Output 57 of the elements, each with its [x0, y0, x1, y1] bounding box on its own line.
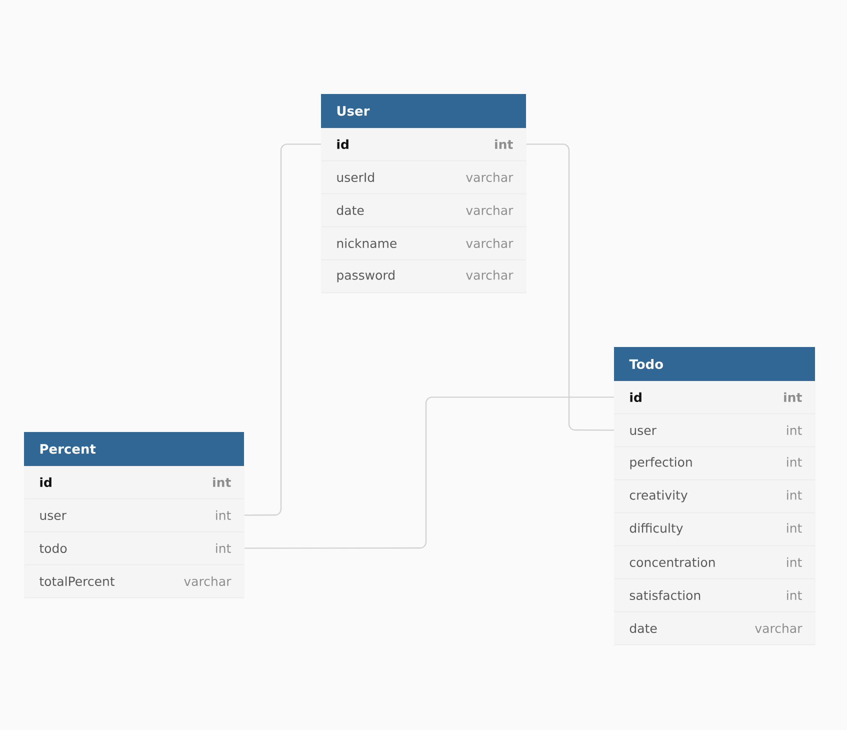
node-label: int [787, 523, 802, 533]
node-label: varchar [466, 238, 514, 248]
node-label: password [337, 270, 394, 282]
table-row: todo int [24, 532, 244, 564]
connector-line [244, 144, 321, 516]
table-row: creativity int [614, 480, 816, 512]
table-row: nickname varchar [321, 227, 526, 260]
node-label: varchar [466, 205, 514, 216]
table-row: perfection int [614, 447, 816, 480]
table-row: userId varchar [321, 161, 526, 194]
connector-line [526, 144, 614, 431]
node-label: userId [337, 172, 374, 182]
node-label: date [630, 623, 657, 634]
connector-line [244, 396, 614, 549]
node-label: user [40, 512, 66, 520]
node-label: id [337, 139, 348, 150]
table-row: password varchar [321, 260, 526, 292]
node-label: totalPercent [40, 576, 115, 586]
table-row: totalPercent varchar [24, 565, 244, 598]
node-label: id [40, 477, 52, 488]
table-row: date varchar [614, 612, 816, 644]
node-label: satisfaction [630, 590, 700, 600]
node-label: int [787, 457, 802, 467]
table-row: satisfaction int [614, 579, 816, 612]
table-row: user int [614, 414, 816, 446]
node-label: int [216, 510, 231, 520]
node-label: int [787, 590, 802, 600]
node-label: date [336, 205, 364, 216]
node-label: int [495, 139, 513, 149]
node-label: concentration [630, 557, 715, 568]
table-row: date varchar [321, 194, 526, 226]
node-label: varchar [755, 623, 802, 634]
node-label: int [787, 490, 802, 500]
node-label: varchar [466, 172, 514, 182]
table-header: Percent [24, 432, 244, 466]
table-row: difficulty int [614, 513, 816, 546]
node-label: nickname [337, 238, 397, 248]
node-label: varchar [466, 270, 514, 280]
node-label: int [787, 557, 802, 567]
table-row: id int [614, 381, 816, 414]
node-label: todo [40, 543, 67, 554]
table-header: User [321, 94, 526, 128]
table-header: Todo [614, 347, 815, 381]
node-label: id [630, 392, 642, 402]
node-label: int [784, 392, 802, 402]
node-label: creativity [630, 490, 688, 502]
node-label: difficulty [630, 523, 683, 536]
table-row: user int [24, 499, 244, 532]
node-label: user [630, 428, 656, 436]
table-row: concentration int [614, 546, 816, 578]
node-label: int [787, 425, 802, 435]
node-label: perfection [630, 457, 692, 470]
table-row: id int [24, 466, 244, 498]
node-label: varchar [184, 576, 232, 586]
node-label: int [216, 543, 231, 553]
table-row: id int [321, 128, 526, 160]
node-label: int [213, 477, 231, 487]
